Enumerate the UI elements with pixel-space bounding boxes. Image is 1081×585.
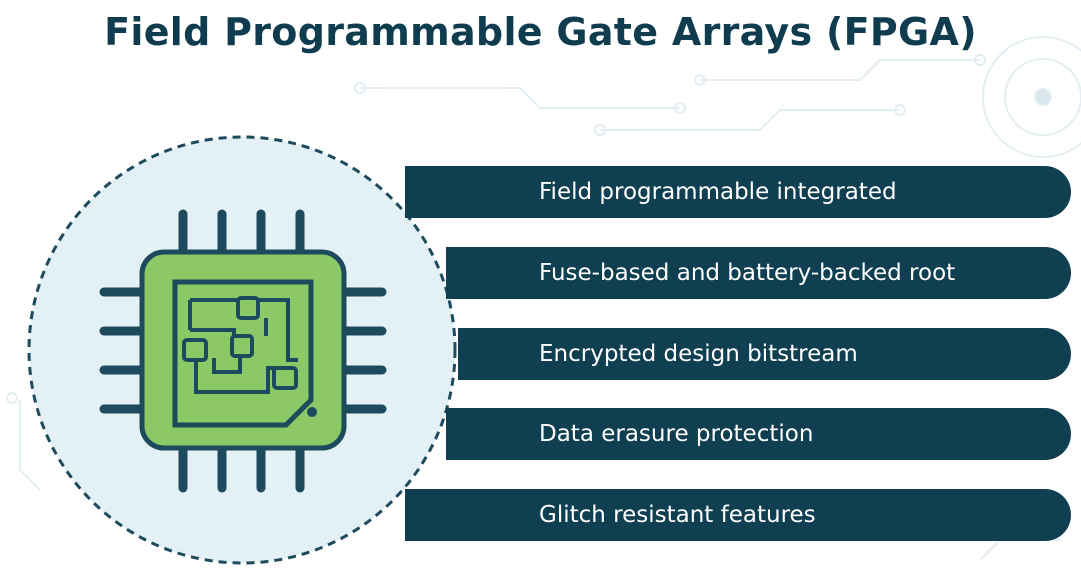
chip-pins xyxy=(99,209,387,493)
page-title: Field Programmable Gate Arrays (FPGA) xyxy=(104,10,977,54)
chip-pads xyxy=(182,296,298,390)
feature-bar xyxy=(405,489,1071,541)
feature-label: Field programmable integrated xyxy=(539,179,897,205)
feature-label: Encrypted design bitstream xyxy=(539,341,858,367)
feature-bar xyxy=(405,166,1071,218)
feature-label: Fuse-based and battery-backed root xyxy=(539,260,956,286)
fpga-chip-icon xyxy=(27,135,457,565)
feature-bar xyxy=(446,408,1071,460)
feature-label: Data erasure protection xyxy=(539,421,814,447)
chip-dot xyxy=(307,407,317,417)
fpga-illustration xyxy=(24,132,464,572)
feature-label: Glitch resistant features xyxy=(539,502,816,528)
feature-bar xyxy=(446,247,1071,299)
feature-bar xyxy=(458,328,1071,380)
